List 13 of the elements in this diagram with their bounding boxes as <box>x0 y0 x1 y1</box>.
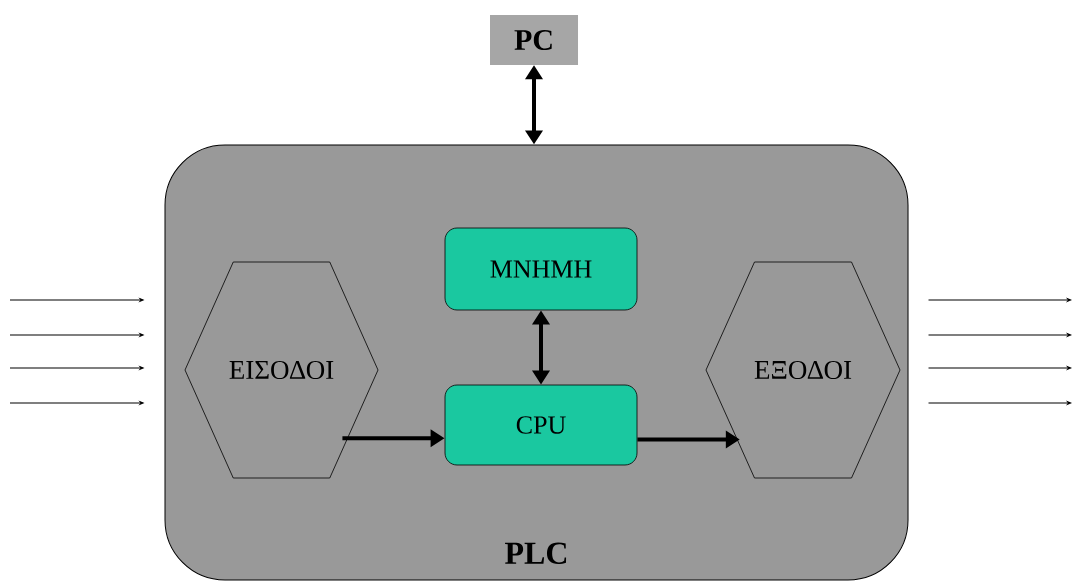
arrow <box>9 366 144 370</box>
label-box: PC <box>490 15 578 65</box>
process-box: CPU <box>444 384 638 466</box>
hexagon-box: ΕΙΣΟΔΟΙ <box>184 261 379 479</box>
arrow <box>9 298 144 302</box>
hexagon-box: ΕΞΟΔΟΙ <box>705 261 901 479</box>
process-box: ΜΝΗΜΗ <box>444 227 638 311</box>
arrow <box>9 333 144 337</box>
arrow <box>9 401 144 405</box>
arrow <box>928 366 1072 370</box>
arrow <box>928 401 1072 405</box>
arrow <box>928 333 1072 337</box>
arrow <box>928 298 1072 302</box>
